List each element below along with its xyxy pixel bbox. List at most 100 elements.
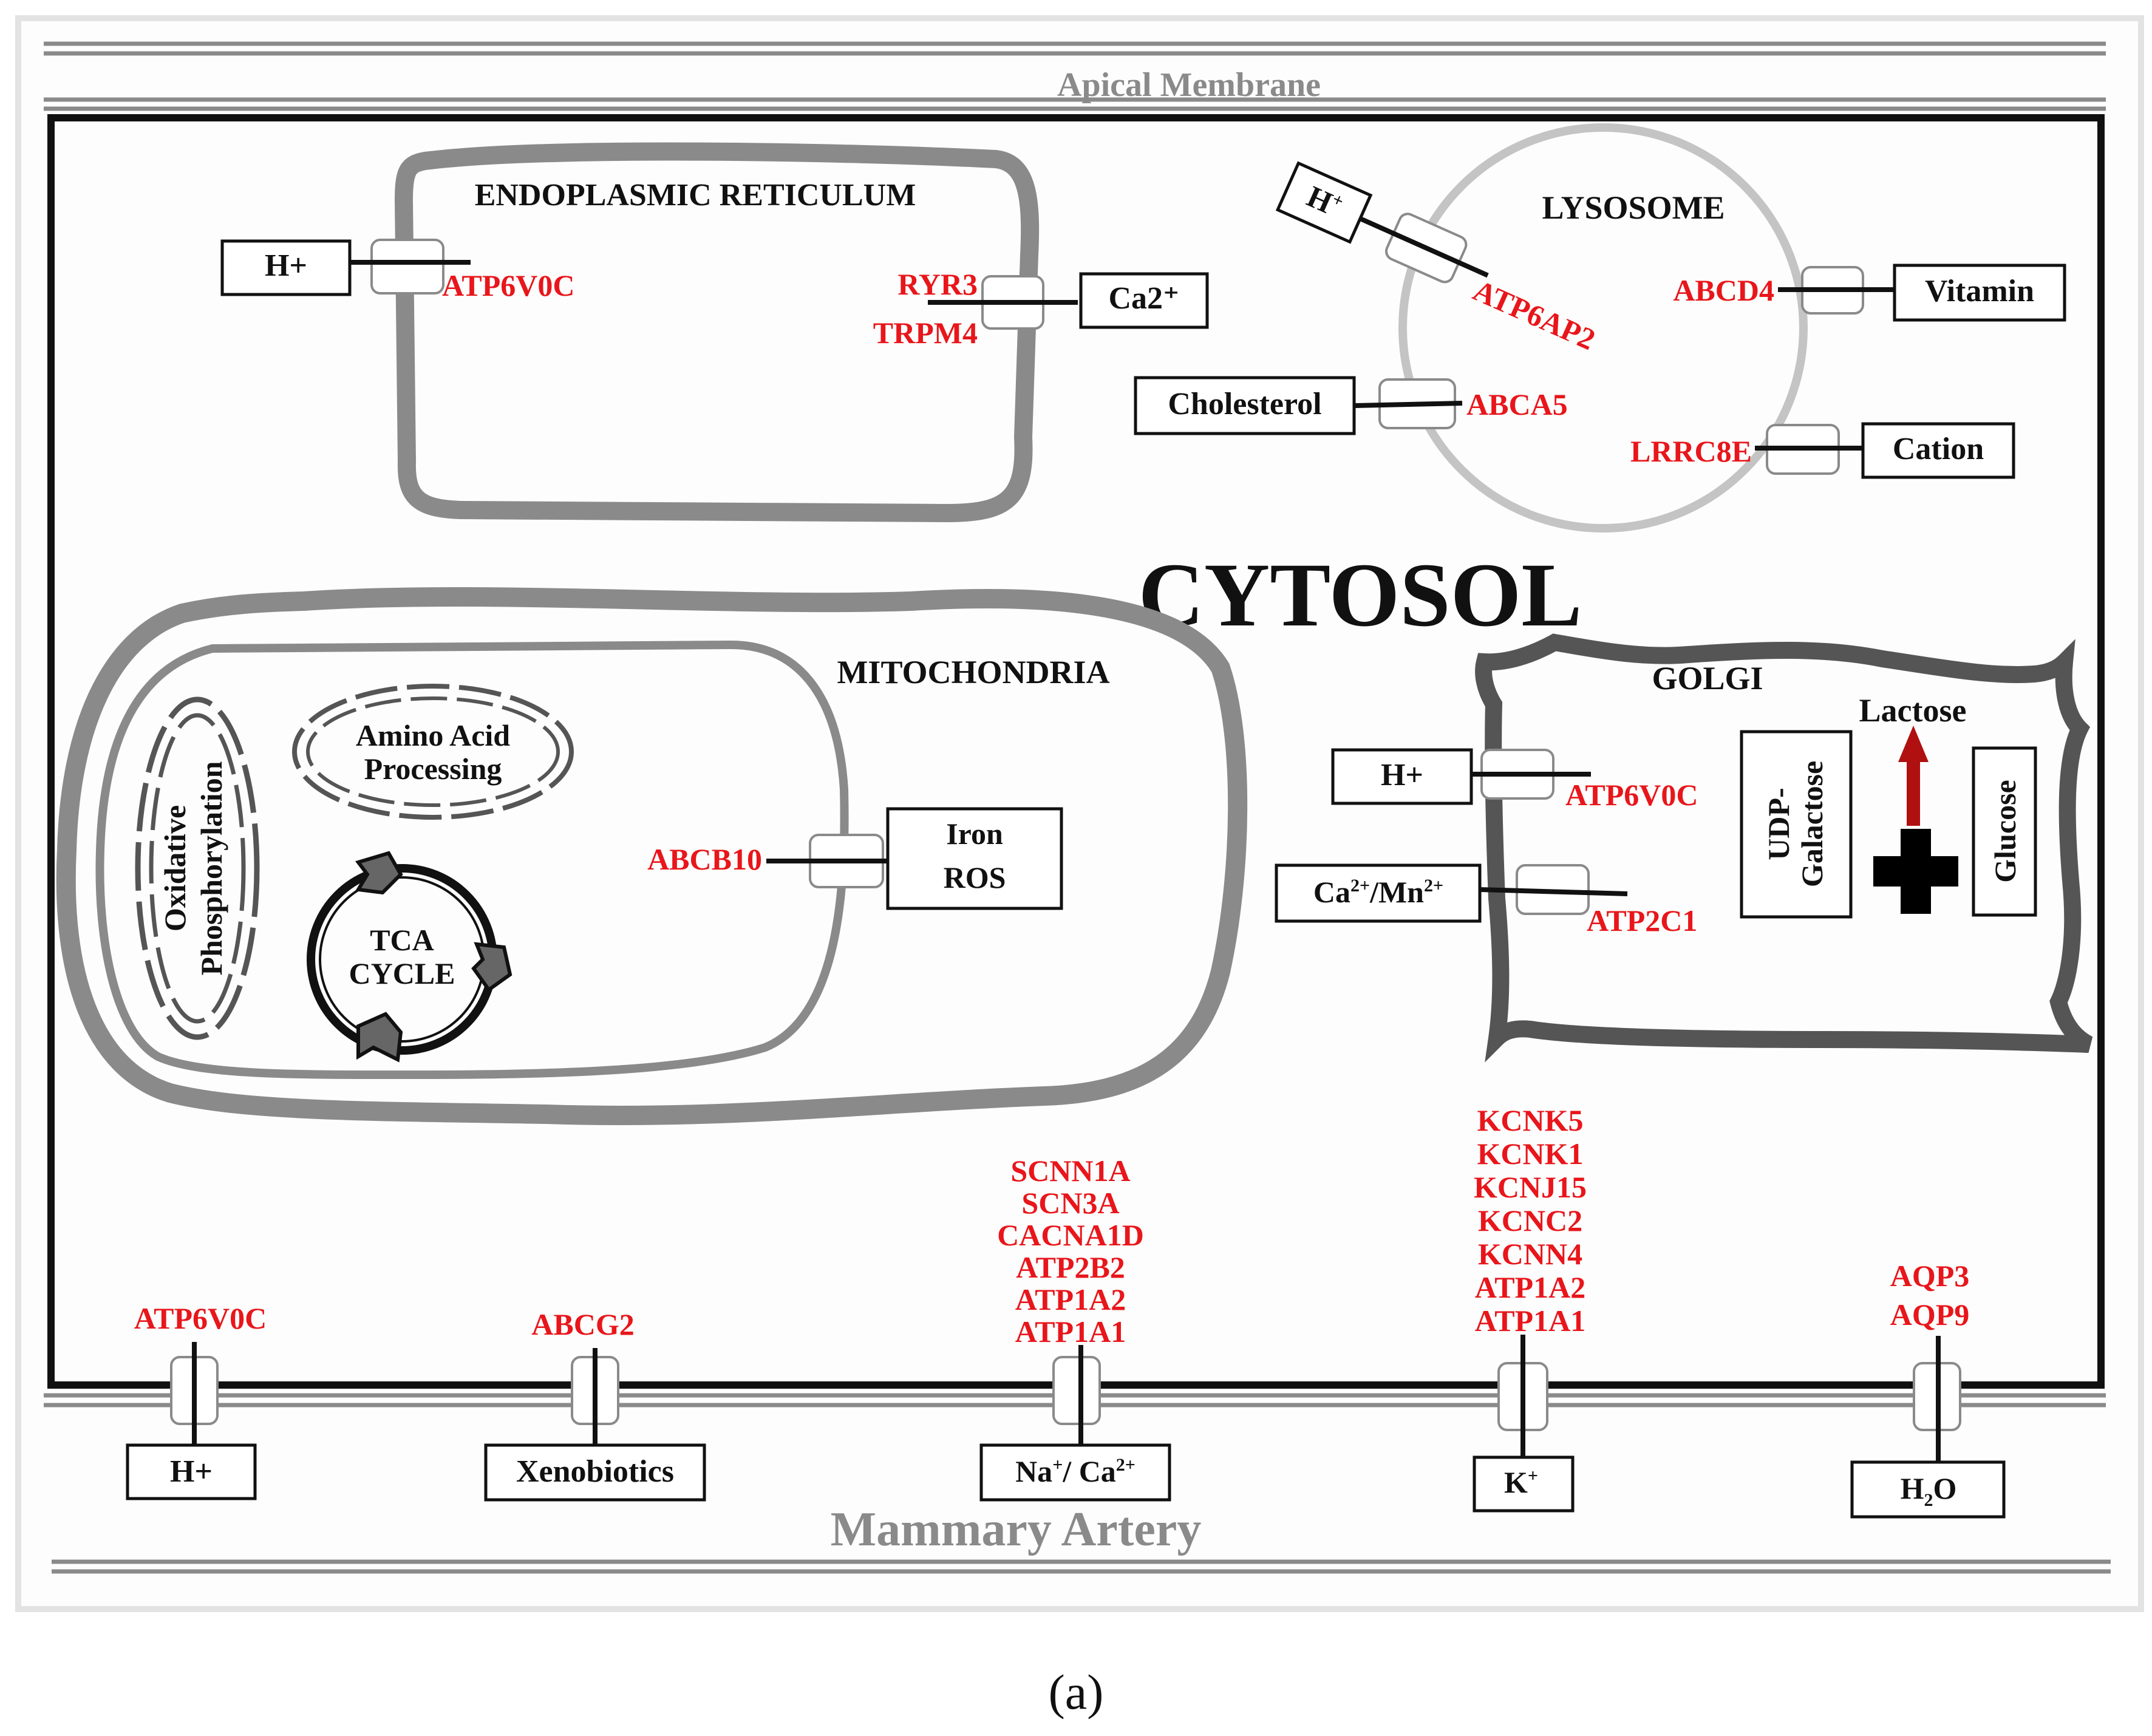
golgi-h-substrate: H+ (1381, 758, 1423, 792)
cytosol-label: CYTOSOL (1139, 545, 1582, 645)
lysosome-cholesterol-gene: ABCA5 (1466, 387, 1568, 421)
tca-line1: TCA (370, 923, 434, 957)
lysosome-vitamin-channel (1778, 266, 1895, 315)
basal-1-gene: ATP6V0C (134, 1301, 267, 1335)
oxphos-group: Oxidative Phosphorylation (135, 696, 260, 1040)
golgi-h-box (1331, 748, 1473, 805)
glucose-label: Glucose (1988, 780, 2022, 882)
basal-3-genes: SCNN1A SCN3A CACNA1D ATP2B2 ATP1A2 ATP1A… (997, 1154, 1144, 1349)
er-h-substrate: H+ (265, 248, 307, 283)
golgi: GOLGI H+ ATP6V0C Ca2+/Mn2+ ATP2C1 UDP- G… (1275, 633, 2093, 1063)
glucose-box (1972, 746, 2037, 917)
er-gene-trpm4: TRPM4 (873, 316, 978, 350)
tca-line2: CYCLE (349, 956, 455, 990)
golgi-ca-gene: ATP2C1 (1587, 904, 1697, 938)
lysosome-cholesterol-channel (1355, 378, 1463, 429)
lysosome-cholesterol-box (1134, 376, 1356, 435)
basal-1-substrate-box (126, 1443, 257, 1500)
er-ca-channel (928, 275, 1078, 330)
basal-1-substrate: H+ (170, 1454, 213, 1489)
basal-transporter-3: SCNN1A SCN3A CACNA1D ATP2B2 ATP1A2 ATP1A… (979, 1154, 1171, 1502)
basal-3-substrate: Na+/ Ca2+ (1015, 1454, 1136, 1488)
er-h-gene: ATP6V0C (442, 268, 575, 302)
basal-transporter-1: ATP6V0C H+ (126, 1301, 267, 1500)
oxphos-line2: Phosphorylation (194, 761, 228, 975)
tca-arrow-icon (355, 851, 403, 895)
mitochondria-title: MITOCHONDRIA (837, 654, 1109, 690)
plus-icon (1873, 829, 1958, 914)
basal-3-gene: ATP1A2 (1015, 1282, 1126, 1316)
mito-substrate-box (886, 807, 1063, 910)
mito-gene: ABCB10 (647, 842, 762, 876)
udp-line1: UDP- (1762, 788, 1796, 860)
basal-4-genes: KCNK5 KCNK1 KCNJ15 KCNC2 KCNN4 ATP1A2 AT… (1474, 1103, 1587, 1338)
basal-transporter-2: ABCG2 Xenobiotics (484, 1307, 706, 1502)
lysosome-cation-box (1861, 422, 2015, 479)
basal-4-gene: ATP1A1 (1475, 1304, 1585, 1338)
basal-4-substrate-box (1473, 1455, 1575, 1513)
lysosome-h-substrate-box (1275, 161, 1373, 244)
basal-transporter-4: KCNK5 KCNK1 KCNJ15 KCNC2 KCNN4 ATP1A2 AT… (1473, 1103, 1587, 1513)
mito-abcb10-channel (766, 834, 888, 888)
basal-2-gene: ABCG2 (531, 1307, 634, 1341)
basal-3-gene: CACNA1D (997, 1218, 1144, 1252)
golgi-ca-box (1275, 863, 1482, 923)
basal-3-gene: SCN3A (1021, 1186, 1119, 1220)
basal-3-channel (1052, 1356, 1101, 1425)
udp-galactose-box (1740, 730, 1853, 919)
mito-substrate-iron: Iron (946, 817, 1003, 851)
lactose-label: Lactose (1859, 692, 1967, 729)
lysosome-vitamin-box (1893, 264, 2066, 322)
basal-3-gene: SCNN1A (1010, 1154, 1130, 1188)
basal-3-gene: ATP2B2 (1016, 1250, 1125, 1284)
lysosome-cholesterol-substrate: Cholesterol (1168, 387, 1321, 421)
golgi-title: GOLGI (1652, 660, 1763, 696)
basal-5-gene: AQP3 (1890, 1259, 1970, 1293)
oxphos-line1: Oxidative (158, 805, 192, 931)
er-h-substrate-box (220, 239, 352, 296)
basal-5-gene: AQP9 (1890, 1298, 1970, 1332)
amino-line1: Amino Acid (356, 718, 510, 752)
lysosome-cation-channel (1755, 424, 1863, 475)
basal-4-gene: KCNC2 (1478, 1203, 1582, 1237)
lysosome-cation-substrate: Cation (1893, 432, 1984, 466)
er-ca-substrate: Ca2⁺ (1109, 281, 1180, 316)
endoplasmic-reticulum: ENDOPLASMIC RETICULUM H+ ATP6V0C Ca2⁺ RY… (220, 142, 1209, 523)
basal-5-substrate-box (1850, 1460, 2006, 1519)
apical-membrane-lines (44, 41, 2106, 111)
basal-2-substrate: Xenobiotics (516, 1454, 674, 1489)
er-gene-ryr3: RYR3 (897, 267, 978, 301)
tca-arrow-icon (356, 1012, 403, 1063)
apical-membrane-label: Apical Membrane (1057, 66, 1321, 104)
basal-5-substrate: H2O (1901, 1471, 1957, 1510)
amino-acid-group: Amino Acid Processing (292, 684, 574, 820)
golgi-ca-channel (1479, 864, 1628, 915)
amino-line2: Processing (364, 752, 502, 786)
lysosome-vitamin-substrate: Vitamin (1925, 274, 2034, 308)
basal-transporter-5: AQP3 AQP9 H2O (1850, 1259, 2006, 1519)
basal-2-substrate-box (484, 1443, 706, 1502)
lysosome-cation-gene: LRRC8E (1630, 434, 1752, 468)
lysosome-title: LYSOSOME (1542, 189, 1725, 226)
tca-cycle: TCA CYCLE (307, 851, 512, 1063)
mammary-artery-label: Mammary Artery (831, 1503, 1202, 1556)
basal-3-gene: ATP1A1 (1015, 1315, 1126, 1349)
lysosome-vitamin-gene: ABCD4 (1673, 273, 1774, 307)
basal-4-gene: KCNK1 (1477, 1137, 1584, 1171)
er-title: ENDOPLASMIC RETICULUM (475, 178, 916, 213)
tca-arrow-icon (471, 942, 512, 993)
lactose-arrow-icon (1898, 726, 1929, 826)
basal-4-substrate: K+ (1504, 1465, 1538, 1499)
golgi-ca-substrate: Ca2+/Mn2+ (1313, 875, 1443, 909)
basal-4-gene: KCNK5 (1477, 1103, 1584, 1137)
basal-4-gene: KCNJ15 (1474, 1170, 1587, 1204)
golgi-h-channel (1471, 749, 1591, 800)
er-h-channel (349, 239, 471, 294)
er-ca-substrate-box (1079, 272, 1209, 329)
figure-caption: (a) (1048, 1664, 1104, 1720)
golgi-h-gene: ATP6V0C (1565, 778, 1698, 812)
basal-4-gene: ATP1A2 (1475, 1270, 1585, 1304)
mitochondria: MITOCHONDRIA Oxidative Phosphorylation A… (56, 587, 1248, 1126)
basal-3-substrate-box (979, 1443, 1171, 1502)
